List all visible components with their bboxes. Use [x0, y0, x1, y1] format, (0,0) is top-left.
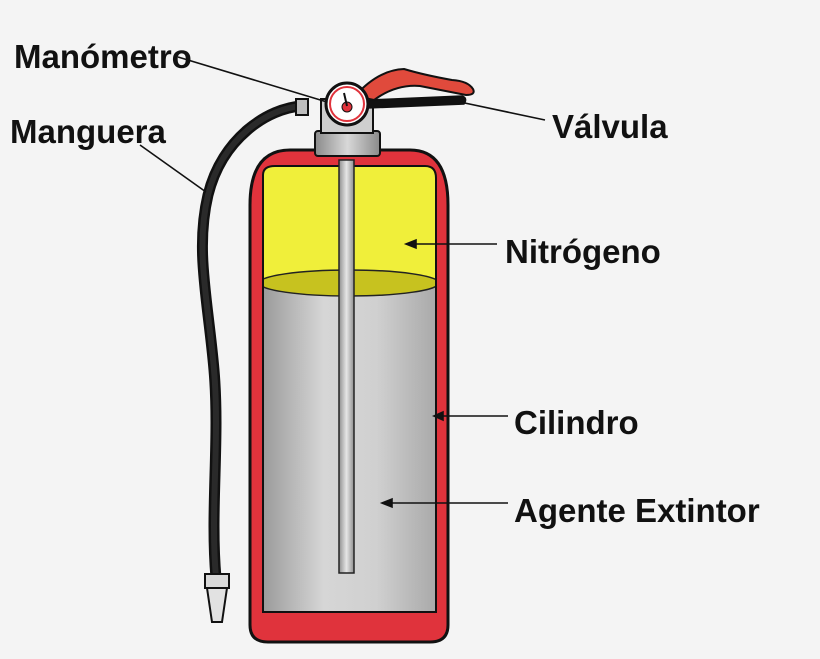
- hose: [196, 100, 308, 584]
- label-valvula: Válvula: [552, 108, 668, 145]
- valve-lever: [367, 95, 467, 109]
- label-manometro: Manómetro: [14, 38, 192, 75]
- leader-valvula: [459, 101, 546, 121]
- leader-manometro: [177, 56, 328, 103]
- siphon-tube: [338, 159, 355, 574]
- label-cilindro: Cilindro: [514, 404, 639, 441]
- pressure-gauge: [324, 81, 370, 127]
- arrowhead-agente: [379, 497, 393, 509]
- arrowhead-nitrogeno: [403, 238, 417, 250]
- hose-coupling: [295, 98, 309, 116]
- hose-nozzle: [204, 573, 230, 623]
- label-agente-extintor: Agente Extintor: [514, 492, 760, 529]
- valve-handle: [353, 67, 475, 102]
- leader-manguera: [139, 144, 207, 193]
- label-nitrogeno: Nitrógeno: [505, 233, 661, 270]
- arrowhead-cilindro: [432, 410, 444, 422]
- cylinder-neck: [314, 130, 381, 157]
- label-manguera: Manguera: [10, 113, 166, 150]
